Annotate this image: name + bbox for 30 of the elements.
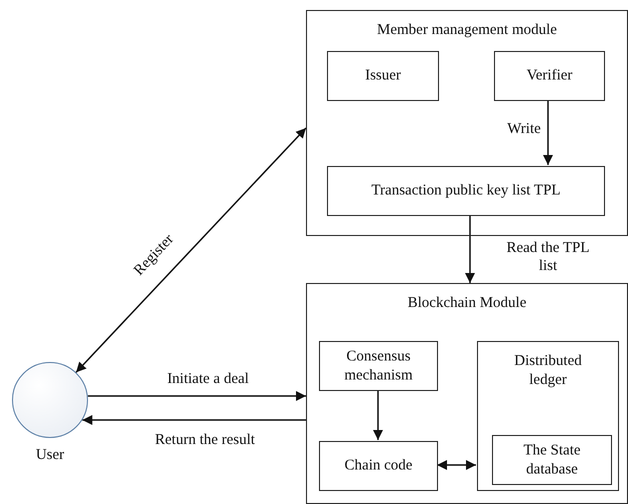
edge-label: Return the result (154, 431, 256, 449)
edge-label: Read the TPL list (505, 239, 591, 275)
component-box (494, 51, 605, 101)
component-label: Issuer (364, 66, 402, 86)
module-container (306, 10, 628, 236)
arrow (543, 100, 553, 165)
component-box (492, 435, 612, 485)
edge-label: Initiate a deal (166, 370, 250, 388)
component-label: Verifier (526, 66, 574, 86)
arrow (437, 460, 476, 470)
arrow (76, 127, 307, 373)
module-container (306, 283, 628, 504)
module-title: Member management module (376, 21, 558, 40)
component-box (327, 51, 439, 101)
component-label: The State database (522, 441, 582, 479)
component-label: Consensus mechanism (343, 347, 414, 385)
node-caption: User (34, 446, 66, 464)
edge-label: Write (506, 120, 542, 138)
component-label: Chain code (344, 456, 414, 476)
arrow (465, 215, 475, 283)
arrow (373, 390, 383, 440)
component-box (319, 341, 438, 391)
arrow (88, 391, 306, 401)
module-title: Distributed ledger (513, 352, 583, 390)
arrow (82, 415, 306, 425)
component-box (319, 441, 438, 491)
component-box (327, 166, 605, 216)
module-container (477, 341, 619, 491)
component-label: Transaction public key list TPL (370, 182, 562, 200)
module-title: Blockchain Module (406, 294, 528, 313)
